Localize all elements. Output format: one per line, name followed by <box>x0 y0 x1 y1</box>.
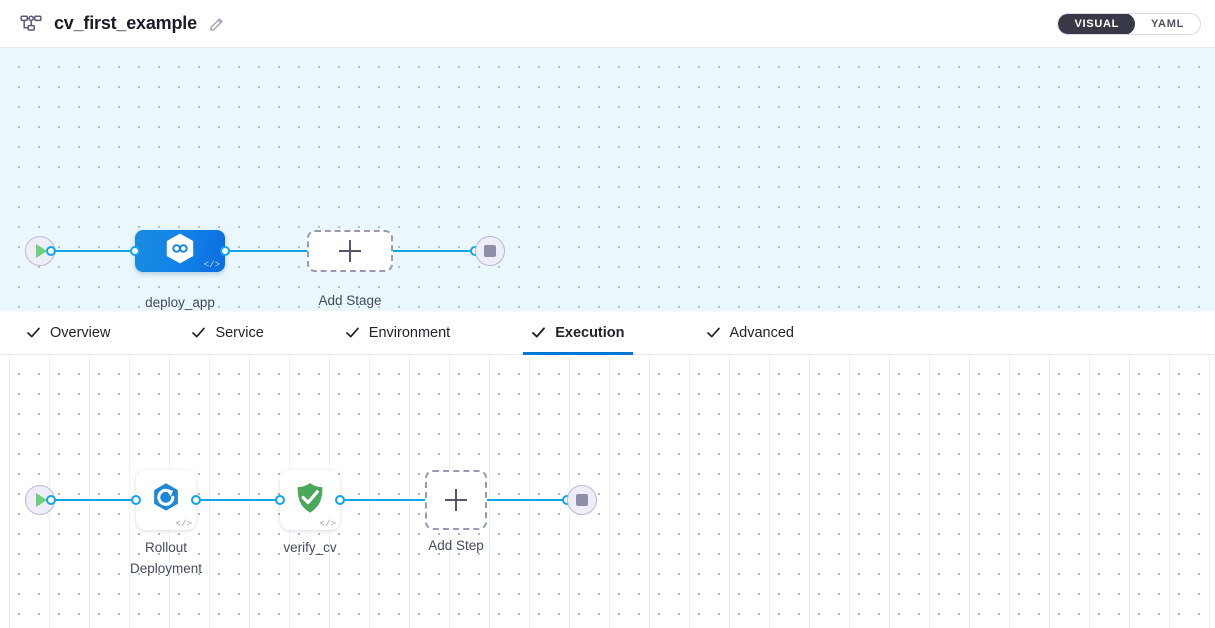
tab-advanced[interactable]: Advanced <box>702 311 799 354</box>
stage-end-node[interactable] <box>475 236 505 266</box>
code-marker: </> <box>203 260 220 270</box>
toggle-yaml[interactable]: YAML <box>1151 17 1184 30</box>
add-stage-label: Add Stage <box>318 293 382 308</box>
stage-graph: </> deploy_app Add Stage <box>0 48 1215 311</box>
play-icon <box>36 244 47 258</box>
tab-label: Service <box>215 324 264 341</box>
stage-label-deploy-app: deploy_app <box>145 295 215 310</box>
execution-graph-canvas[interactable]: </> Rollout Deployment </> verify_cv Add… <box>0 355 1215 628</box>
tab-execution[interactable]: Execution <box>523 311 633 355</box>
tab-label: Environment <box>368 324 451 341</box>
tab-label: Execution <box>555 324 625 341</box>
check-icon <box>26 325 41 340</box>
add-step-label: Add Step <box>428 538 484 553</box>
step-node-rollout-deployment[interactable]: </> <box>136 470 196 530</box>
code-marker: </> <box>175 519 192 529</box>
plus-icon <box>339 240 361 262</box>
add-step-node[interactable] <box>425 470 487 530</box>
pencil-icon[interactable] <box>209 16 225 32</box>
port-exec-start-out[interactable] <box>46 495 56 505</box>
plus-icon <box>445 489 467 511</box>
port-rollout-in[interactable] <box>131 495 141 505</box>
harness-hexagon-icon <box>163 232 197 271</box>
edge-verify-to-addstep <box>340 499 425 501</box>
port-deploy-in[interactable] <box>130 246 140 256</box>
tab-overview[interactable]: Overview <box>22 311 114 354</box>
port-verify-out[interactable] <box>335 495 345 505</box>
tab-label: Advanced <box>729 324 795 341</box>
port-rollout-out[interactable] <box>191 495 201 505</box>
check-icon <box>531 325 546 340</box>
step-label-rollout-deployment: Rollout Deployment <box>129 540 203 576</box>
edge-rollout-to-verify <box>196 499 284 501</box>
stop-icon <box>484 245 496 257</box>
edge-start-to-deploy <box>50 250 135 252</box>
check-icon <box>706 325 721 340</box>
header-right-group: VISUAL YAML <box>1057 12 1201 35</box>
green-shield-check-icon <box>292 480 328 521</box>
stage-graph-canvas[interactable]: </> deploy_app Add Stage <box>0 48 1215 311</box>
tab-label: Overview <box>50 324 111 341</box>
stage-tab-bar: Overview Service Environment Execution A… <box>0 311 1215 355</box>
check-icon <box>191 325 206 340</box>
edge-start-to-rollout <box>50 499 138 501</box>
port-start-out[interactable] <box>46 246 56 256</box>
stage-node-deploy-app[interactable]: </> <box>135 230 225 272</box>
tab-service[interactable]: Service <box>187 311 267 354</box>
stop-icon <box>576 494 588 506</box>
edge-deploy-to-addstage <box>225 250 307 252</box>
page-title: cv_first_example <box>54 13 197 33</box>
pipeline-hierarchy-icon <box>20 13 42 35</box>
header-left-group: cv_first_example <box>20 13 225 35</box>
edge-addstep-to-end <box>487 499 573 501</box>
toggle-visual[interactable]: VISUAL <box>1058 13 1136 34</box>
edge-addstage-to-end <box>393 250 481 252</box>
code-marker: </> <box>319 519 336 529</box>
execution-graph: </> Rollout Deployment </> verify_cv Add… <box>0 355 1215 628</box>
port-verify-in[interactable] <box>275 495 285 505</box>
check-icon <box>345 325 360 340</box>
step-end-node[interactable] <box>567 485 597 515</box>
port-deploy-out[interactable] <box>220 246 230 256</box>
view-mode-toggle[interactable]: VISUAL YAML <box>1057 12 1201 35</box>
tab-environment[interactable]: Environment <box>341 311 454 354</box>
app-header: cv_first_example VISUAL YAML <box>0 0 1215 48</box>
add-stage-node[interactable] <box>307 230 393 272</box>
k8s-rollout-icon <box>148 480 184 521</box>
step-node-verify-cv[interactable]: </> <box>280 470 340 530</box>
play-icon <box>36 493 47 507</box>
step-label-verify-cv: verify_cv <box>283 540 337 555</box>
